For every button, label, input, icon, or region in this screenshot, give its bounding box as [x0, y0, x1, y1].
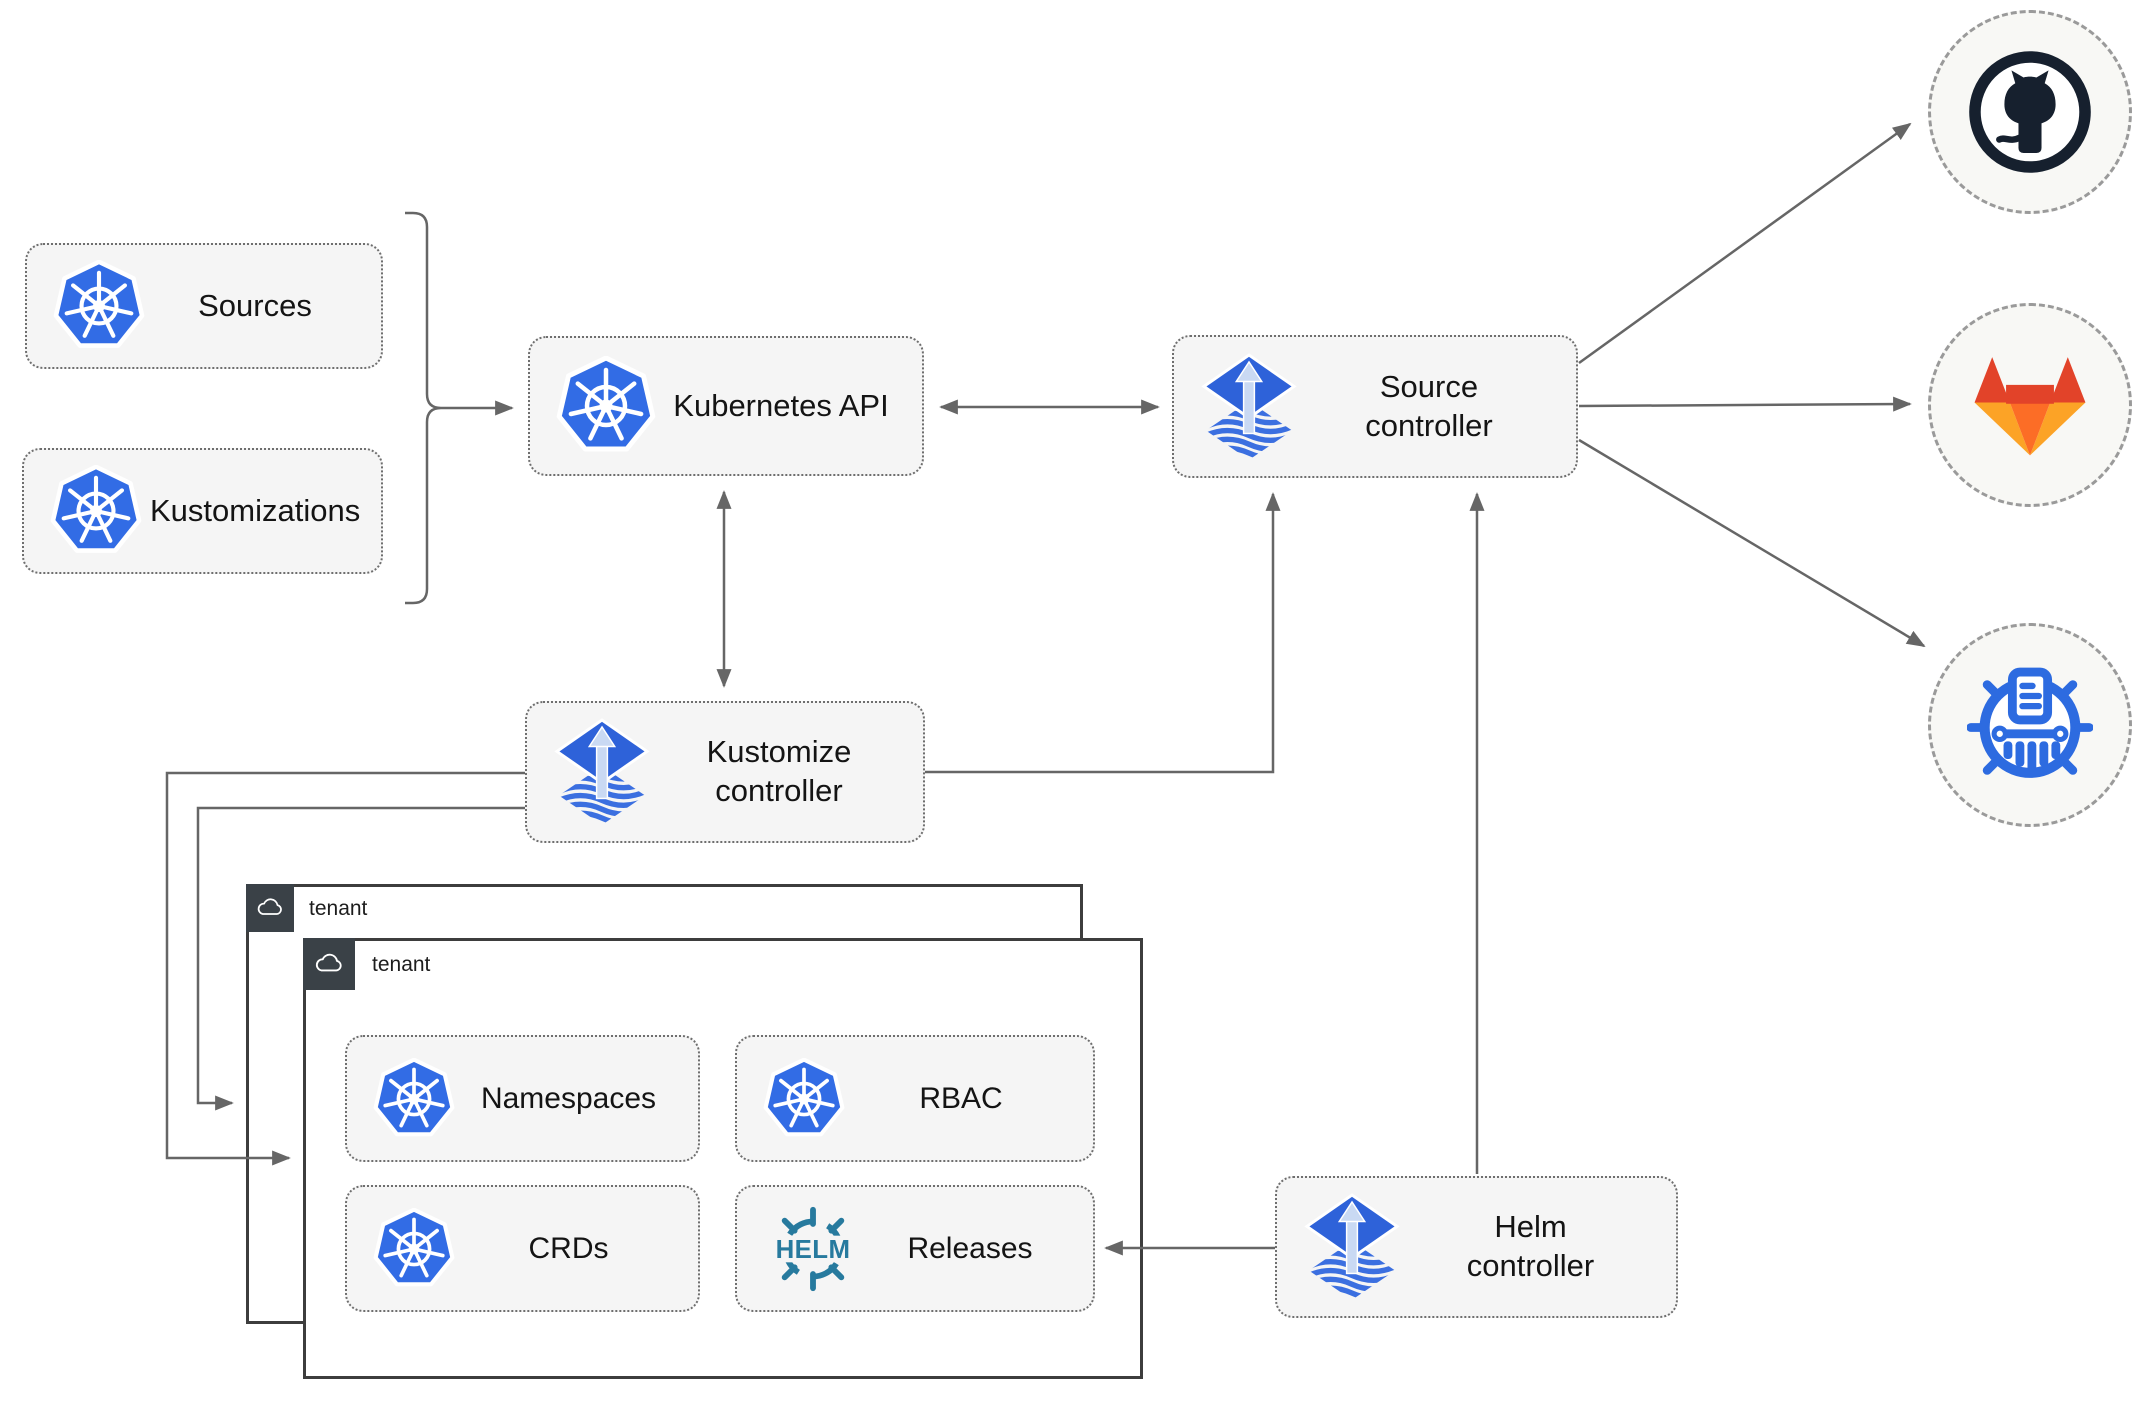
- node-releases: HELM Releases: [735, 1185, 1095, 1312]
- endpoint-gitlab: [1928, 303, 2132, 507]
- node-rbac: RBAC: [735, 1035, 1095, 1162]
- helm-icon-text: HELM: [776, 1236, 851, 1264]
- tenant-back-tab: [246, 884, 294, 932]
- node-namespaces: Namespaces: [345, 1035, 700, 1162]
- github-icon: [1966, 48, 2094, 176]
- edge-source-to-gitlab: [1578, 396, 1912, 412]
- node-source-controller: Source controller: [1172, 335, 1578, 478]
- node-kustomizations: Kustomizations: [22, 448, 383, 574]
- tenant-front-label: tenant: [372, 953, 431, 976]
- node-namespaces-label: Namespaces: [480, 1081, 657, 1115]
- node-crds-label: CRDs: [528, 1231, 609, 1265]
- flux-icon: [553, 717, 651, 827]
- kubernetes-icon: [373, 1208, 455, 1290]
- node-sources: Sources: [25, 243, 383, 369]
- node-source-controller-label: Source controller: [1365, 368, 1493, 443]
- node-kustomizations-label: Kustomizations: [150, 492, 361, 528]
- edge-source-to-harbor: [1578, 438, 1926, 648]
- kubernetes-icon: [556, 356, 656, 456]
- node-kubernetes-api-label: Kubernetes API: [673, 387, 889, 423]
- kubernetes-icon: [763, 1058, 845, 1140]
- tenant-front-tab: [303, 938, 355, 990]
- node-helm-controller: Helm controller: [1275, 1176, 1678, 1318]
- edge-source-to-github: [1578, 122, 1912, 365]
- sources-group-brace: [405, 211, 442, 605]
- cloud-icon: [313, 948, 345, 980]
- cloud-icon: [255, 893, 285, 923]
- endpoint-harbor: [1928, 623, 2132, 827]
- kubernetes-icon: [53, 260, 145, 352]
- helm-icon: HELM: [763, 1199, 863, 1299]
- node-releases-label: Releases: [907, 1231, 1033, 1265]
- node-rbac-label: RBAC: [919, 1081, 1003, 1115]
- tenant-back-label: tenant: [309, 897, 368, 920]
- endpoint-github: [1928, 10, 2132, 214]
- harbor-registry-icon: [1967, 662, 2093, 788]
- kubernetes-icon: [50, 465, 142, 557]
- edge-kustomize-to-source-controller: [925, 492, 1281, 774]
- gitlab-icon: [1967, 347, 2093, 463]
- flux-icon: [1303, 1192, 1401, 1302]
- kubernetes-icon: [373, 1058, 455, 1140]
- node-helm-controller-label: Helm controller: [1466, 1209, 1595, 1283]
- node-sources-label: Sources: [198, 287, 312, 323]
- node-crds: CRDs: [345, 1185, 700, 1312]
- node-kustomize-controller: Kustomize controller: [525, 701, 925, 843]
- flux-icon: [1200, 352, 1298, 462]
- node-kustomize-controller-label: Kustomize controller: [706, 734, 852, 808]
- node-kubernetes-api: Kubernetes API: [528, 336, 924, 476]
